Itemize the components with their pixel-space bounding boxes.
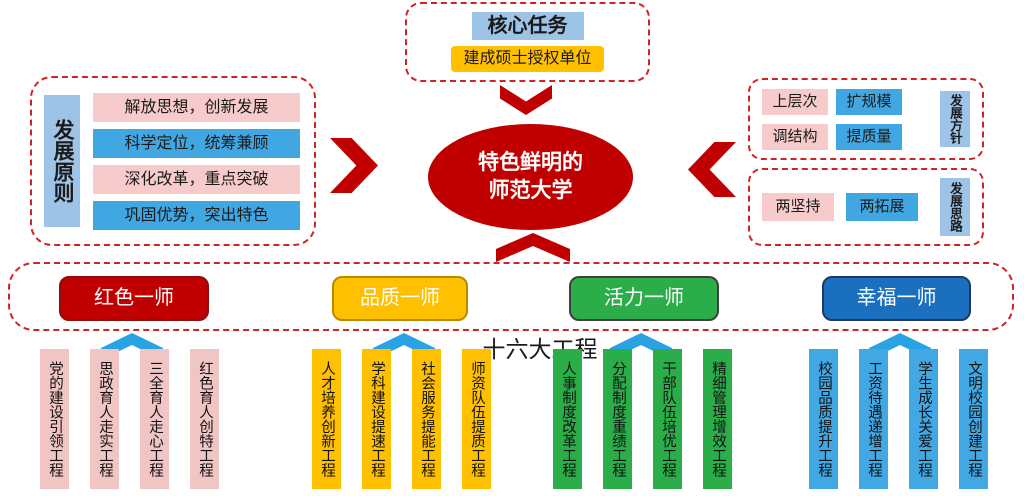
development-principles-panel: 发展原则 解放思想，创新发展 科学定位，统筹兼顾 深化改革，重点突破 巩固优势，… — [30, 76, 316, 246]
vision-ellipse: 特色鲜明的 师范大学 — [428, 124, 633, 230]
policy-chips: 上层次 扩规模 调结构 提质量 — [762, 88, 902, 150]
project-group-party: 党的建设引领工程 思政育人走实工程 三全育人走心工程 红色育人创特工程 — [40, 349, 219, 489]
blue-chevron-up-icon — [373, 333, 435, 360]
red-chevron-left-icon — [688, 142, 736, 197]
project-bar: 三全育人走心工程 — [140, 349, 169, 489]
project-bar: 红色育人创特工程 — [190, 349, 219, 489]
principle-item: 科学定位，统筹兼顾 — [93, 128, 300, 158]
project-bar: 党的建设引领工程 — [40, 349, 69, 489]
pillar-quality-yishi: 品质一师 — [332, 276, 468, 321]
red-chevron-up-icon — [496, 233, 570, 262]
pillars-band: 红色一师 品质一师 活力一师 幸福一师 — [8, 262, 1014, 331]
vision-line2: 师范大学 — [488, 179, 573, 202]
project-bar: 工资待遇递增工程 — [859, 349, 888, 489]
project-bar: 思政育人走实工程 — [90, 349, 119, 489]
red-chevron-right-icon — [330, 138, 378, 193]
project-group-happiness: 校园品质提升工程 工资待遇递增工程 学生成长关爱工程 文明校园创建工程 — [809, 349, 988, 489]
development-policy-label: 发展方针 — [940, 91, 970, 147]
project-bar: 人事制度改革工程 — [553, 349, 582, 489]
pillar-happiness-yishi: 幸福一师 — [822, 276, 971, 321]
red-chevron-down-icon — [500, 85, 552, 115]
development-approach-panel: 两坚持 两拓展 发展思路 — [748, 168, 984, 246]
project-bar: 文明校园创建工程 — [959, 349, 988, 489]
blue-chevron-up-icon — [101, 333, 163, 360]
core-task-goal: 建成硕士授权单位 — [451, 46, 604, 72]
vision-line1: 特色鲜明的 — [478, 150, 583, 174]
principle-item: 解放思想，创新发展 — [93, 92, 300, 122]
project-bar: 师资队伍提质工程 — [462, 349, 491, 489]
policy-item: 调结构 — [762, 123, 828, 150]
development-principles-label: 发展原则 — [44, 95, 80, 227]
project-bar: 校园品质提升工程 — [809, 349, 838, 489]
project-group-quality: 人才培养创新工程 学科建设提速工程 社会服务提能工程 师资队伍提质工程 — [312, 349, 491, 489]
principle-item: 深化改革，重点突破 — [93, 164, 300, 194]
policy-item: 提质量 — [836, 123, 902, 150]
pillar-vitality-yishi: 活力一师 — [569, 276, 719, 321]
project-bar: 精细管理增效工程 — [703, 349, 732, 489]
core-task-panel: 核心任务 建成硕士授权单位 — [405, 2, 650, 82]
approach-item: 两拓展 — [846, 193, 918, 221]
development-approach-label: 发展思路 — [940, 178, 970, 236]
policy-item: 上层次 — [762, 88, 828, 115]
project-bar: 学科建设提速工程 — [362, 349, 391, 489]
pillar-red-yishi: 红色一师 — [59, 276, 209, 321]
core-task-title: 核心任务 — [471, 12, 584, 40]
project-bar: 分配制度重绩工程 — [603, 349, 632, 489]
project-bar: 社会服务提能工程 — [412, 349, 441, 489]
development-policy-panel: 上层次 扩规模 调结构 提质量 发展方针 — [748, 78, 984, 160]
project-bar: 人才培养创新工程 — [312, 349, 341, 489]
project-bar: 学生成长关爱工程 — [909, 349, 938, 489]
blue-chevron-up-icon — [610, 333, 672, 360]
principle-item: 巩固优势，突出特色 — [93, 200, 300, 230]
project-bar: 干部队伍培优工程 — [653, 349, 682, 489]
project-group-vitality: 人事制度改革工程 分配制度重绩工程 干部队伍培优工程 精细管理增效工程 — [553, 349, 732, 489]
blue-chevron-up-icon — [869, 333, 931, 360]
approach-item: 两坚持 — [762, 193, 834, 221]
principles-list: 解放思想，创新发展 科学定位，统筹兼顾 深化改革，重点突破 巩固优势，突出特色 — [93, 92, 300, 230]
policy-item: 扩规模 — [836, 88, 902, 115]
